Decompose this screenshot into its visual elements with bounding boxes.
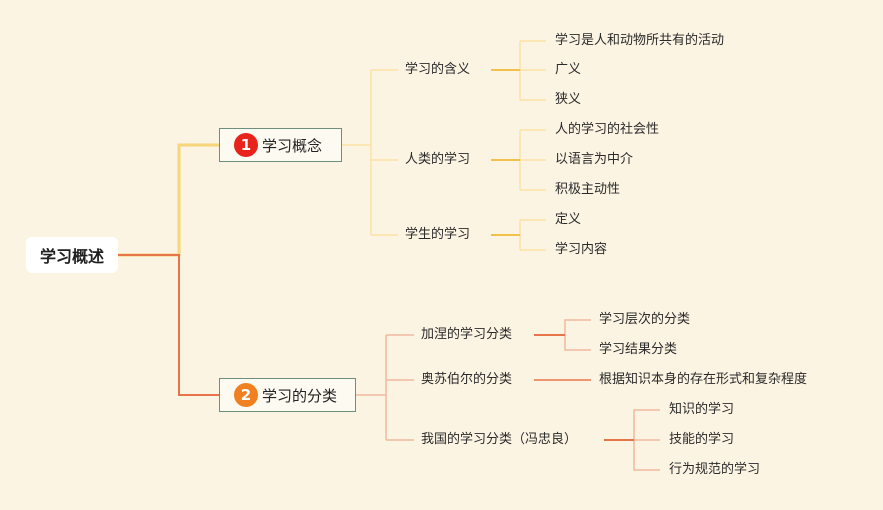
leaf-node[interactable]: 积极主动性 <box>555 182 621 197</box>
leaf-node[interactable]: 学习结果分类 <box>599 342 678 357</box>
leaf-node[interactable]: 广义 <box>555 62 582 77</box>
sub-node[interactable]: 学生的学习 <box>405 227 471 242</box>
leaf-node[interactable]: 狭义 <box>555 92 582 107</box>
leaf-node[interactable]: 技能的学习 <box>669 432 735 447</box>
connector-sub2-1-leaves <box>564 319 591 351</box>
connector-branch1-subs <box>342 69 398 236</box>
leaf-node[interactable]: 人的学习的社会性 <box>555 122 660 137</box>
leaf-node[interactable]: 学习层次的分类 <box>599 312 691 327</box>
branch-label: 学习概念 <box>262 136 323 155</box>
sub-node[interactable]: 加涅的学习分类 <box>421 327 513 342</box>
root-node[interactable]: 学习概述 <box>26 237 118 273</box>
connector-branch2-subs <box>356 334 414 441</box>
sub-node[interactable]: 奥苏伯尔的分类 <box>421 372 513 387</box>
sub-node[interactable]: 我国的学习分类（冯忠良） <box>421 432 578 447</box>
branch-label: 学习的分类 <box>262 386 338 405</box>
connector-root-branch1 <box>118 143 219 257</box>
root-label: 学习概述 <box>39 247 104 266</box>
sub-node[interactable]: 人类的学习 <box>405 152 471 167</box>
leaf-node[interactable]: 行为规范的学习 <box>669 462 761 477</box>
leaf-node[interactable]: 定义 <box>555 212 582 227</box>
connector-root-branch2 <box>118 254 219 396</box>
branch-node-learning-concept[interactable]: 1 学习概念 <box>219 128 342 162</box>
leaf-node[interactable]: 知识的学习 <box>669 402 735 417</box>
leaf-node[interactable]: 以语言为中介 <box>555 152 634 167</box>
sub-node[interactable]: 学习的含义 <box>405 62 471 77</box>
branch-node-learning-classification[interactable]: 2 学习的分类 <box>219 378 356 412</box>
leaf-node[interactable]: 学习内容 <box>555 242 608 257</box>
number-badge-2: 2 <box>234 383 258 407</box>
leaf-node[interactable]: 学习是人和动物所共有的活动 <box>555 33 725 48</box>
connector-sub2-3-leaves <box>633 409 660 471</box>
number-badge-1: 1 <box>234 133 258 157</box>
leaf-node[interactable]: 根据知识本身的存在形式和复杂程度 <box>599 372 808 387</box>
